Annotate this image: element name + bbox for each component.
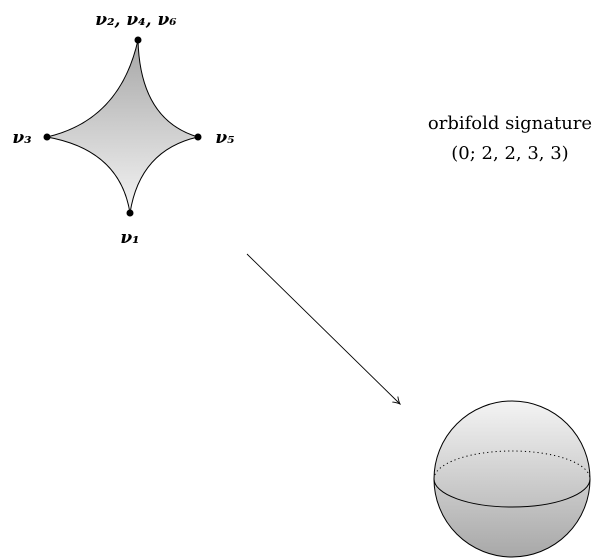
vertex-label-bottom: ν₁ (120, 228, 139, 248)
vertex-label-top: ν₂, ν₄, ν₆ (95, 10, 176, 30)
sphere (434, 401, 590, 557)
vertex-left-dot (44, 134, 51, 141)
vertex-label-left: ν₃ (12, 128, 31, 148)
caption-line-2: (0; 2, 2, 3, 3) (451, 143, 568, 164)
vertex-right-dot (195, 134, 202, 141)
vertex-top-dot (135, 37, 142, 44)
vertex-bottom-dot (127, 210, 134, 217)
sphere-body (434, 401, 590, 557)
quotient-arrow (247, 254, 400, 404)
caption-line-1: orbifold signature (428, 113, 592, 134)
vertex-label-right: ν₅ (215, 128, 234, 148)
fundamental-domain (47, 40, 198, 213)
